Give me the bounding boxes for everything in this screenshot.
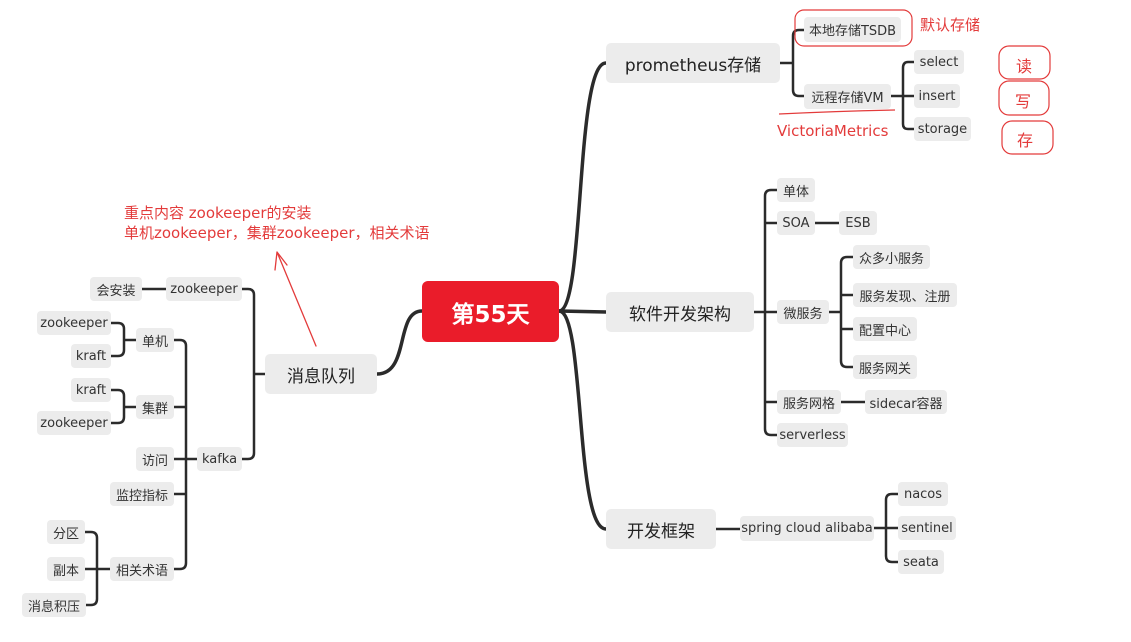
node-microservices[interactable]: 微服务 [777, 300, 829, 324]
node-op-select[interactable]: select [914, 50, 964, 74]
node-local-storage-tsdb[interactable]: 本地存储TSDB [804, 17, 901, 42]
annotation-arrow [274, 251, 317, 347]
node-monolith[interactable]: 单体 [777, 178, 815, 202]
link-remote-vm-children [889, 60, 916, 131]
node-replica[interactable]: 副本 [47, 557, 85, 581]
annotation-write: 写 [1015, 92, 1032, 111]
annotation-store: 存 [1017, 131, 1034, 150]
node-service-gateway[interactable]: 服务网关 [853, 355, 917, 379]
link-terms-children [83, 530, 112, 607]
topic-prometheus-storage[interactable]: prometheus存储 [606, 43, 780, 83]
node-partition[interactable]: 分区 [47, 520, 85, 544]
node-serverless[interactable]: serverless [777, 423, 848, 447]
link-sca-children [872, 492, 900, 564]
link-mq-children [240, 287, 267, 461]
node-cluster-kraft[interactable]: kraft [71, 378, 111, 402]
branch-line-software [557, 309, 608, 314]
node-related-terms[interactable]: 相关术语 [110, 557, 174, 581]
node-op-insert[interactable]: insert [914, 84, 960, 108]
branch-line-message-queue [375, 309, 424, 376]
node-cluster-zookeeper[interactable]: zookeeper [37, 411, 111, 435]
node-kafka[interactable]: kafka [197, 447, 242, 471]
node-spring-cloud-alibaba[interactable]: spring cloud alibaba [740, 516, 874, 541]
annotation-focus-note: 重点内容 zookeeper的安装 单机zookeeper，集群zookeepe… [124, 203, 430, 243]
node-standalone-zookeeper[interactable]: zookeeper [37, 311, 111, 335]
annotation-victoriametrics: VictoriaMetrics [777, 122, 889, 140]
annotation-circle-store [1001, 120, 1054, 155]
node-service-mesh[interactable]: 服务网格 [777, 390, 841, 414]
link-kafka-children [172, 338, 199, 571]
node-cluster[interactable]: 集群 [136, 395, 174, 419]
link-prometheus-children [778, 28, 806, 98]
link-software-children [752, 188, 779, 437]
annotation-focus-line2: 单机zookeeper，集群zookeeper，相关术语 [124, 224, 430, 242]
node-remote-storage-vm[interactable]: 远程存储VM [804, 84, 891, 109]
annotation-read: 读 [1016, 57, 1033, 76]
topic-message-queue[interactable]: 消息队列 [265, 354, 377, 394]
annotation-circle-write [998, 80, 1050, 116]
link-standalone-children [109, 321, 138, 358]
annotation-underline-vm [778, 109, 896, 115]
annotation-default-storage: 默认存储 [920, 16, 981, 34]
center-topic[interactable]: 第55天 [422, 281, 559, 342]
topic-dev-framework[interactable]: 开发框架 [606, 509, 716, 549]
branch-line-framework [557, 309, 608, 531]
branch-line-prometheus [557, 61, 608, 313]
node-config-center[interactable]: 配置中心 [853, 317, 917, 341]
node-op-storage[interactable]: storage [914, 117, 971, 141]
node-seata[interactable]: seata [898, 550, 944, 574]
node-standalone-kraft[interactable]: kraft [71, 344, 111, 368]
node-sentinel[interactable]: sentinel [898, 516, 956, 540]
annotation-focus-line1: 重点内容 zookeeper的安装 [124, 204, 312, 222]
node-service-discovery[interactable]: 服务发现、注册 [853, 283, 957, 307]
node-standalone[interactable]: 单机 [136, 328, 174, 352]
node-can-install[interactable]: 会安装 [90, 277, 142, 301]
node-many-small-services[interactable]: 众多小服务 [853, 245, 930, 269]
link-cluster-children [109, 388, 138, 425]
node-nacos[interactable]: nacos [898, 482, 948, 506]
node-soa[interactable]: SOA [777, 211, 815, 235]
link-microservices-children [827, 255, 855, 369]
node-sidecar-container[interactable]: sidecar容器 [865, 390, 947, 414]
node-esb[interactable]: ESB [839, 211, 877, 235]
node-access[interactable]: 访问 [136, 447, 174, 471]
node-monitoring-metrics[interactable]: 监控指标 [110, 482, 174, 506]
node-message-backlog[interactable]: 消息积压 [22, 593, 86, 617]
node-zookeeper[interactable]: zookeeper [166, 277, 242, 301]
annotation-circle-tsdb [794, 9, 913, 47]
annotation-circle-read [998, 45, 1051, 80]
topic-software-architecture[interactable]: 软件开发架构 [606, 292, 754, 332]
